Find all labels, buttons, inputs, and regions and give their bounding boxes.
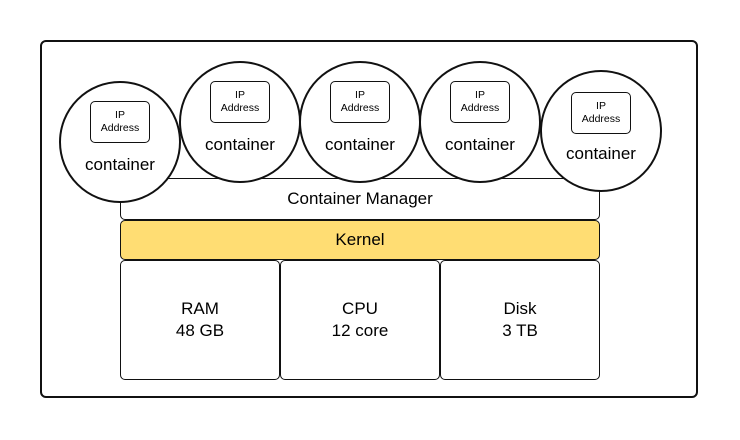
resource-disk: Disk 3 TB (440, 260, 600, 380)
kernel-layer: Kernel (120, 220, 600, 260)
container-label: container (325, 135, 395, 154)
resource-ram: RAM 48 GB (120, 260, 280, 380)
resource-cpu: CPU 12 core (280, 260, 440, 380)
resource-value: 3 TB (502, 321, 538, 340)
resource-value: 12 core (331, 321, 389, 340)
container-label: container (445, 135, 515, 154)
container-manager-layer: Container Manager (120, 178, 600, 220)
kernel-label: Kernel (335, 230, 385, 249)
container-label: container (566, 144, 636, 163)
container-label: container (85, 155, 155, 174)
resource-value: 48 GB (175, 321, 225, 340)
container-manager-label: Container Manager (287, 189, 433, 208)
container-label: container (205, 135, 275, 154)
resource-name: RAM (181, 299, 219, 318)
resource-name: Disk (503, 299, 537, 318)
resource-name: CPU (342, 299, 378, 318)
